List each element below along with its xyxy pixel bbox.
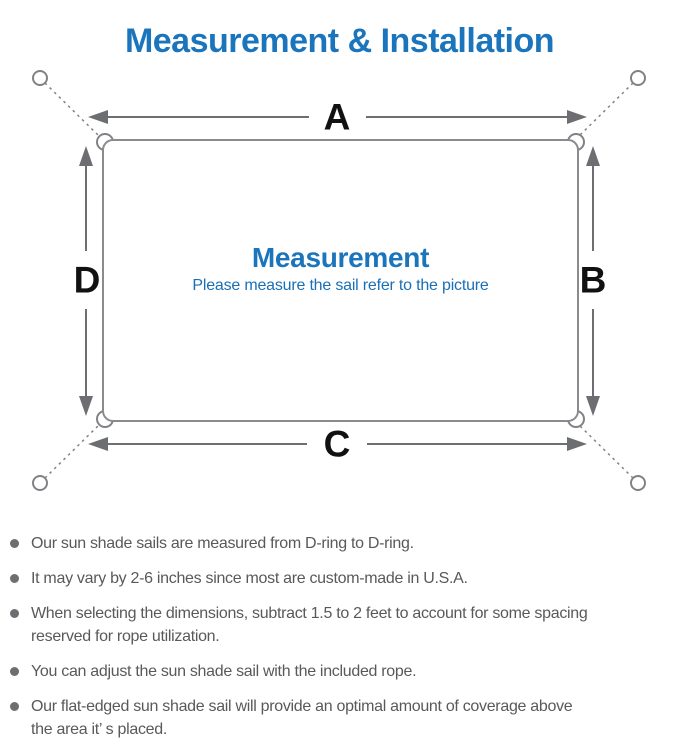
bullet-dot-icon <box>10 702 19 711</box>
note-text: It may vary by 2-6 inches since most are… <box>31 570 468 587</box>
arrow-d <box>79 146 93 416</box>
sail-measurement-diagram <box>32 70 646 491</box>
dimension-label-b: B <box>579 259 607 301</box>
bullet-dot-icon <box>10 667 19 676</box>
page-title: Measurement & Installation <box>124 21 555 60</box>
arrow-b <box>586 146 600 416</box>
arrow-c <box>88 437 587 451</box>
bullet-dot-icon <box>10 609 19 618</box>
note-text: You can adjust the sun shade sail with t… <box>31 663 417 680</box>
sail-rectangle <box>102 139 579 422</box>
bullet-dot-icon <box>10 574 19 583</box>
list-item: Our sun shade sails are measured from D-… <box>10 532 672 555</box>
list-item: Our flat-edged sun shade sail will provi… <box>10 695 672 741</box>
dimension-label-a: A <box>323 96 351 138</box>
note-text: Our sun shade sails are measured from D-… <box>31 535 414 552</box>
dimension-label-c: C <box>323 423 351 465</box>
sail-caption: Measurement Please measure the sail refe… <box>103 241 578 296</box>
bullet-dot-icon <box>10 539 19 548</box>
list-item: It may vary by 2-6 inches since most are… <box>10 567 672 590</box>
dimension-label-d: D <box>73 259 101 301</box>
sail-caption-title: Measurement <box>251 242 430 273</box>
sail-caption-subtitle: Please measure the sail refer to the pic… <box>192 277 489 294</box>
note-text: Our flat-edged sun shade sail will provi… <box>31 698 573 738</box>
measurement-arrows <box>79 110 600 451</box>
note-text: When selecting the dimensions, subtract … <box>31 605 588 645</box>
list-item: When selecting the dimensions, subtract … <box>10 602 672 648</box>
measurement-notes-list: Our sun shade sails are measured from D-… <box>10 532 672 753</box>
list-item: You can adjust the sun shade sail with t… <box>10 660 672 683</box>
anchor-point-circles <box>32 70 646 491</box>
arrow-a <box>88 110 587 124</box>
